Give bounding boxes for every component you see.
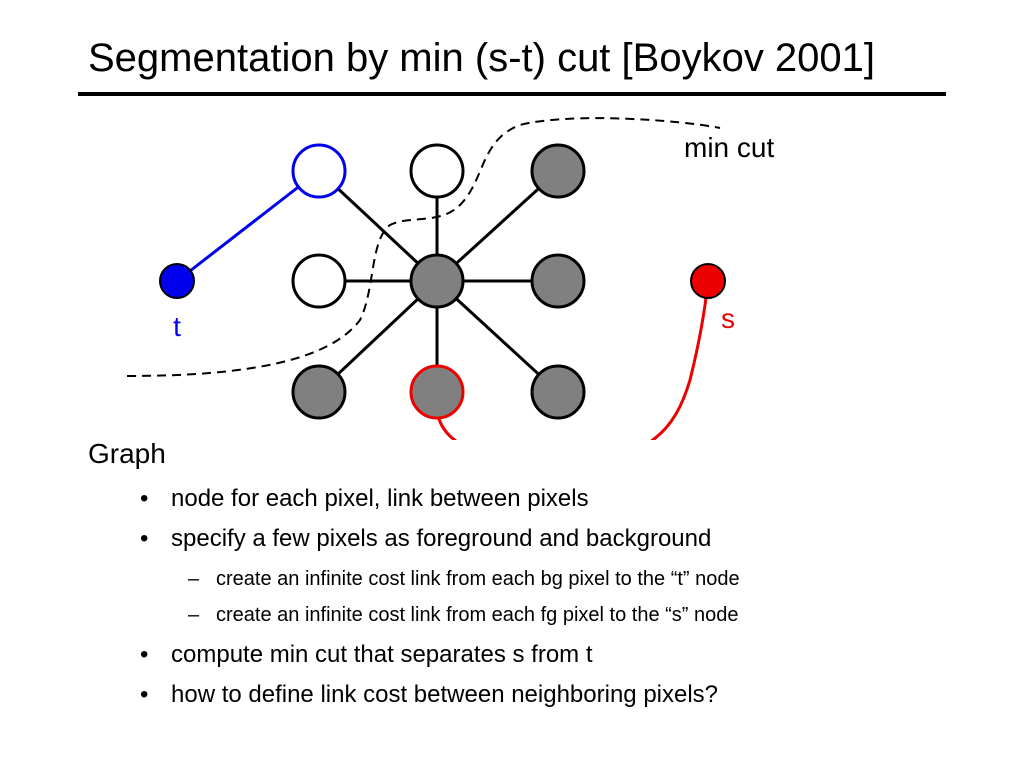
t-terminal-node (159, 263, 195, 299)
bullet-marker: • (140, 681, 149, 708)
bullet-text: compute min cut that separates s from t (171, 641, 593, 668)
pixel-node-foreground (530, 143, 586, 199)
pixel-node-foreground (409, 253, 465, 309)
bullet-text: specify a few pixels as foreground and b… (171, 525, 712, 552)
pixel-node-foreground (291, 364, 347, 420)
pixel-node-foreground (530, 253, 586, 309)
sub-bullet-marker: – (188, 604, 200, 626)
sub-bullet-marker: – (188, 568, 200, 590)
s-link-edge (434, 280, 710, 440)
min-cut-label: min cut (684, 132, 774, 163)
pixel-node-background-seed (291, 143, 347, 199)
min-cut-curve (126, 117, 721, 377)
slide-title: Segmentation by min (s-t) cut [Boykov 20… (88, 36, 876, 80)
bullet-text: how to define link cost between neighbor… (171, 681, 719, 708)
s-label: s (721, 303, 735, 334)
bullet-marker: • (140, 641, 149, 668)
sub-bullet-text: create an infinite cost link from each b… (216, 568, 740, 590)
bullet-marker: • (140, 525, 149, 552)
bullet-text: node for each pixel, link between pixels (171, 485, 589, 512)
sub-bullet-text: create an infinite cost link from each f… (216, 604, 739, 626)
pixel-node-background (291, 253, 347, 309)
graph-cut-diagram: t s min cut (126, 117, 774, 440)
bullet-marker: • (140, 485, 149, 512)
s-terminal-node (690, 263, 726, 299)
title-underline (78, 92, 946, 96)
t-link-edge (176, 169, 320, 283)
t-label: t (173, 311, 181, 342)
pixel-node-foreground-seed (409, 364, 465, 420)
pixel-node-foreground (530, 364, 586, 420)
pixel-node-background (409, 143, 465, 199)
section-heading: Graph (88, 438, 166, 469)
